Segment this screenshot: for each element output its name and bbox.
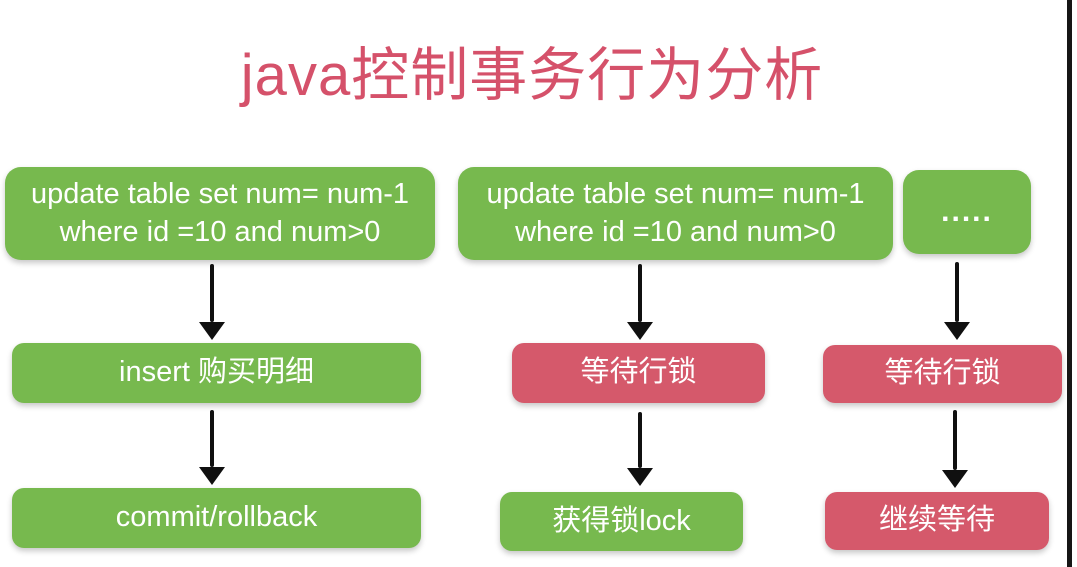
arrow-head-icon — [199, 322, 225, 340]
node-tx3-keep-waiting: 继续等待 — [825, 492, 1049, 550]
arrow-head-icon — [627, 322, 653, 340]
node-label: commit/rollback — [115, 501, 318, 534]
arrow-stem — [953, 410, 957, 470]
arrow-stem — [210, 264, 214, 322]
node-label: 获得锁lock — [552, 504, 691, 537]
screen-edge-artifact — [1067, 0, 1072, 567]
flow-arrow-tx3-step2 — [942, 410, 968, 488]
arrow-head-icon — [942, 470, 968, 488]
ellipsis-label: ..... — [941, 194, 993, 228]
node-tx2-acquire-lock: 获得锁lock — [500, 492, 743, 551]
arrow-stem — [210, 410, 214, 467]
node-tx1-insert: insert 购买明细 — [12, 343, 421, 403]
sql-line-2: where id =10 and num>0 — [515, 215, 836, 248]
node-tx1-update-sql: update table set num= num-1 where id =10… — [5, 167, 435, 260]
flow-arrow-tx2-step1 — [627, 264, 653, 340]
arrow-stem — [638, 412, 642, 468]
page-title: java控制事务行为分析 — [240, 43, 824, 108]
arrow-head-icon — [199, 467, 225, 485]
node-label: 继续等待 — [878, 504, 995, 537]
flow-arrow-tx3-step1 — [944, 262, 970, 340]
arrow-stem — [638, 264, 642, 322]
node-label: 等待行锁 — [884, 357, 1001, 390]
arrow-head-icon — [627, 468, 653, 486]
arrow-head-icon — [944, 322, 970, 340]
flow-arrow-tx1-step2 — [199, 410, 225, 485]
sql-line-1: update table set num= num-1 — [30, 178, 410, 211]
node-tx1-commit-rollback: commit/rollback — [12, 488, 421, 548]
sql-line-2: where id =10 and num>0 — [59, 215, 381, 248]
node-label: 等待行锁 — [580, 356, 697, 389]
arrow-stem — [955, 262, 959, 322]
sql-line-1: update table set num= num-1 — [486, 178, 865, 211]
node-tx3-wait-row-lock: 等待行锁 — [823, 345, 1062, 403]
node-tx3-more-sessions: ..... — [903, 170, 1031, 254]
node-label: insert 购买明细 — [119, 356, 314, 389]
flow-arrow-tx1-step1 — [199, 264, 225, 340]
node-tx2-update-sql: update table set num= num-1 where id =10… — [458, 167, 893, 260]
node-tx2-wait-row-lock: 等待行锁 — [512, 343, 765, 403]
flow-arrow-tx2-step2 — [627, 412, 653, 486]
